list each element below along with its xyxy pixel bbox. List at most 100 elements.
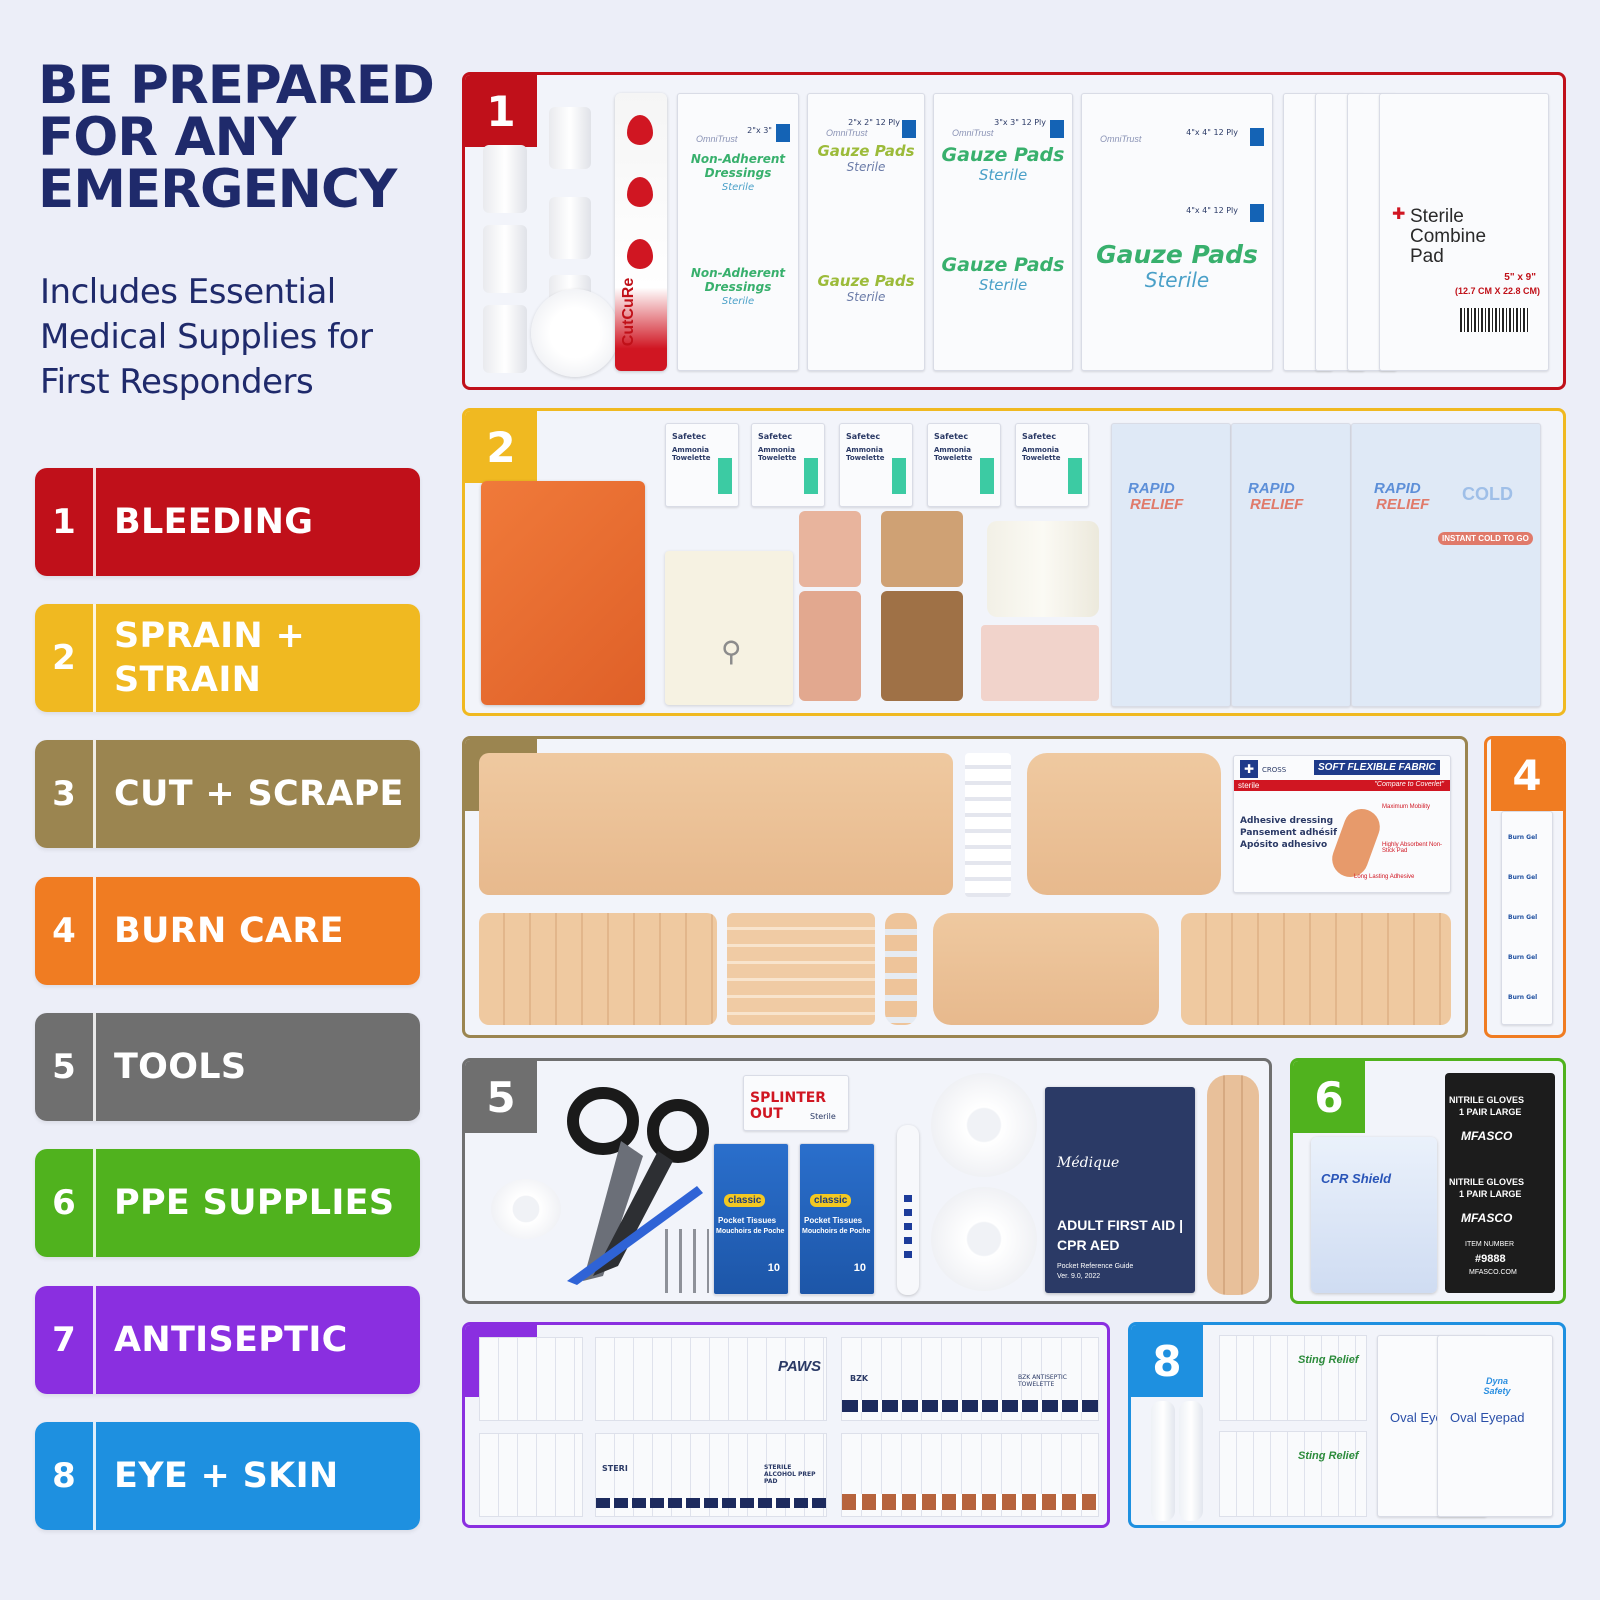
product-label: Ammonia Towelette — [846, 446, 885, 462]
cutcure-drop-icon — [627, 239, 653, 269]
coldpack-brand: RAPID — [1374, 480, 1421, 497]
fabric-compare: "Compare to Coverlet" — [1374, 781, 1444, 788]
piece-count-tag — [1250, 204, 1264, 222]
safety-pin-icon: ⚲ — [721, 636, 742, 667]
combine-metric: (12.7 CM X 22.8 CM) — [1454, 286, 1540, 296]
bzk-color-bar — [842, 1400, 1098, 1412]
product-title: Non-Adherent — [690, 152, 786, 166]
item-website: MFASCO.COM — [1469, 1269, 1517, 1276]
fabric-line: Apósito adhesivo — [1240, 840, 1328, 850]
panel-badge: 5 — [465, 1061, 537, 1133]
category-divider — [93, 604, 96, 712]
product-title: Gauze Pads — [1096, 240, 1258, 269]
alcohol-title: STERILE ALCOHOL PREP PAD — [764, 1464, 816, 1485]
panel-badge: 4 — [1491, 739, 1563, 811]
triple-antibiotic-packets — [479, 1337, 583, 1421]
combine-title: Pad — [1410, 246, 1444, 267]
product-subtitle: Sterile — [721, 182, 755, 193]
red-cross-icon: ✚ — [1392, 206, 1406, 223]
subheadline-line: Includes Essential — [40, 272, 336, 312]
category-ppe-supplies: 6 PPE SUPPLIES — [35, 1149, 420, 1257]
oval-eyepad-packet: Dyna Safety Oval Eyepad — [1437, 1335, 1553, 1517]
product-subtitle: Sterile — [846, 290, 886, 304]
cohesive-bandage-image — [881, 511, 963, 587]
guide-title: ADULT FIRST AID | — [1057, 1217, 1184, 1233]
size-label: 3"x 3" 12 Ply — [994, 118, 1046, 127]
tissue-title-fr: Mouchoirs de Poche — [802, 1228, 871, 1235]
burn-gel-label: Burn Gel — [1508, 994, 1538, 1001]
gauze-pad-4x4-packet: OmniTrust 4"x 4" 12 Ply 4"x 4" 12 Ply Ga… — [1081, 93, 1273, 371]
size-label: 4"x 4" 12 Ply — [1186, 206, 1238, 215]
instant-cold-pack: RAPID RELIEF — [1111, 423, 1231, 707]
ammonia-towelette-packet: Safetec Ammonia Towelette — [927, 423, 1001, 507]
product-subtitle: Sterile — [978, 276, 1028, 294]
category-number: 5 — [52, 1047, 76, 1087]
bzk-label: BZK — [850, 1374, 869, 1383]
brand-label: Safetec — [846, 432, 881, 441]
paws-wipes-packets: PAWS — [595, 1337, 827, 1421]
panel-cut-scrape: 3 ✚ CROSS SOFT FLEXIBLE FABRIC sterile "… — [462, 736, 1468, 1038]
category-bleeding: 1 BLEEDING — [35, 468, 420, 576]
brand-label: Safetec — [1022, 432, 1057, 441]
fingertip-bandage-image — [933, 913, 1159, 1025]
category-divider — [93, 468, 96, 576]
tissue-brand: classic — [724, 1194, 766, 1207]
size-label: 2"x 3" — [747, 126, 772, 135]
cloth-tape-roll-image — [931, 1187, 1037, 1291]
brand-label: Safetec — [758, 432, 793, 441]
cutcure-tube-image: CutCuRe — [615, 93, 667, 371]
fabric-strip-image — [1327, 803, 1385, 883]
gloves-title: NITRILE GLOVES — [1449, 1095, 1525, 1105]
brand-label: OmniTrust — [696, 134, 738, 144]
piece-count-tag — [902, 120, 916, 138]
barcode-image — [1460, 308, 1530, 332]
large-bandage-image — [479, 753, 953, 895]
category-number: 1 — [52, 502, 76, 542]
brand-label: Safetec — [672, 432, 707, 441]
guide-brand: Médique — [1057, 1155, 1120, 1171]
splinter-out-packet: SPLINTER OUT Sterile — [743, 1075, 849, 1131]
tongue-depressors-image — [1207, 1075, 1259, 1295]
gauze-pad-2x2-packet: OmniTrust 2"x 2" 12 Ply Gauze Pads Steri… — [807, 93, 925, 371]
sting-relief-label: Sting Relief — [1298, 1354, 1359, 1366]
category-number: 8 — [52, 1456, 76, 1496]
tissue-title: Pocket Tissues — [804, 1216, 863, 1225]
product-label: Ammonia Towelette — [672, 446, 711, 462]
fabric-line: Adhesive dressing — [1240, 816, 1334, 826]
category-eye-skin: 8 EYE + SKIN — [35, 1422, 420, 1530]
cloth-tape-roll-image — [931, 1073, 1037, 1177]
category-number: 4 — [52, 911, 76, 951]
product-title: Non-Adherent — [690, 266, 786, 280]
fabric-line: Pansement adhésif — [1240, 828, 1338, 838]
non-adherent-dressing-packet: OmniTrust 2"x 3" Non-Adherent Dressings … — [677, 93, 799, 371]
product-title: Gauze Pads — [817, 142, 915, 160]
combine-title: Combine — [1410, 226, 1487, 247]
headline-line: BE PREPARED — [38, 55, 435, 116]
guide-version: Ver. 9.0, 2022 — [1057, 1273, 1101, 1280]
piece-count-tag — [776, 124, 790, 142]
product-subtitle: Sterile — [721, 296, 755, 307]
foam-wrap-image — [987, 521, 1099, 617]
category-label: ANTISEPTIC — [114, 1320, 348, 1360]
category-sprain-strain: 2 SPRAIN + STRAIN — [35, 604, 420, 712]
cross-logo-icon: ✚ — [1240, 760, 1258, 778]
gloves-brand: MFASCO — [1461, 1129, 1513, 1143]
eyepad-brand: Dyna Safety — [1483, 1376, 1511, 1396]
gauze-roll-image — [549, 197, 591, 259]
tissue-count: 10 — [767, 1262, 780, 1274]
coldpack-brand: RAPID — [1248, 480, 1295, 497]
cutcure-drop-icon — [627, 177, 653, 207]
fabric-sterile: sterile — [1234, 780, 1450, 791]
wide-strip-bandages-image — [1181, 913, 1451, 1025]
product-title: Gauze Pads — [941, 254, 1065, 276]
guide-subtitle: Pocket Reference Guide — [1057, 1263, 1134, 1270]
medical-tape-roll-image — [491, 1179, 561, 1239]
panel-badge: 2 — [465, 411, 537, 483]
accent-stripe — [718, 458, 732, 494]
accent-stripe — [892, 458, 906, 494]
category-label: BURN CARE — [114, 911, 344, 951]
panel-tools: 5 SPLINTER OUT Sterile classic Pocket Ti… — [462, 1058, 1272, 1304]
category-number: 7 — [52, 1320, 76, 1360]
panel-badge: 1 — [465, 75, 537, 147]
product-subtitle: Sterile — [1144, 268, 1210, 292]
